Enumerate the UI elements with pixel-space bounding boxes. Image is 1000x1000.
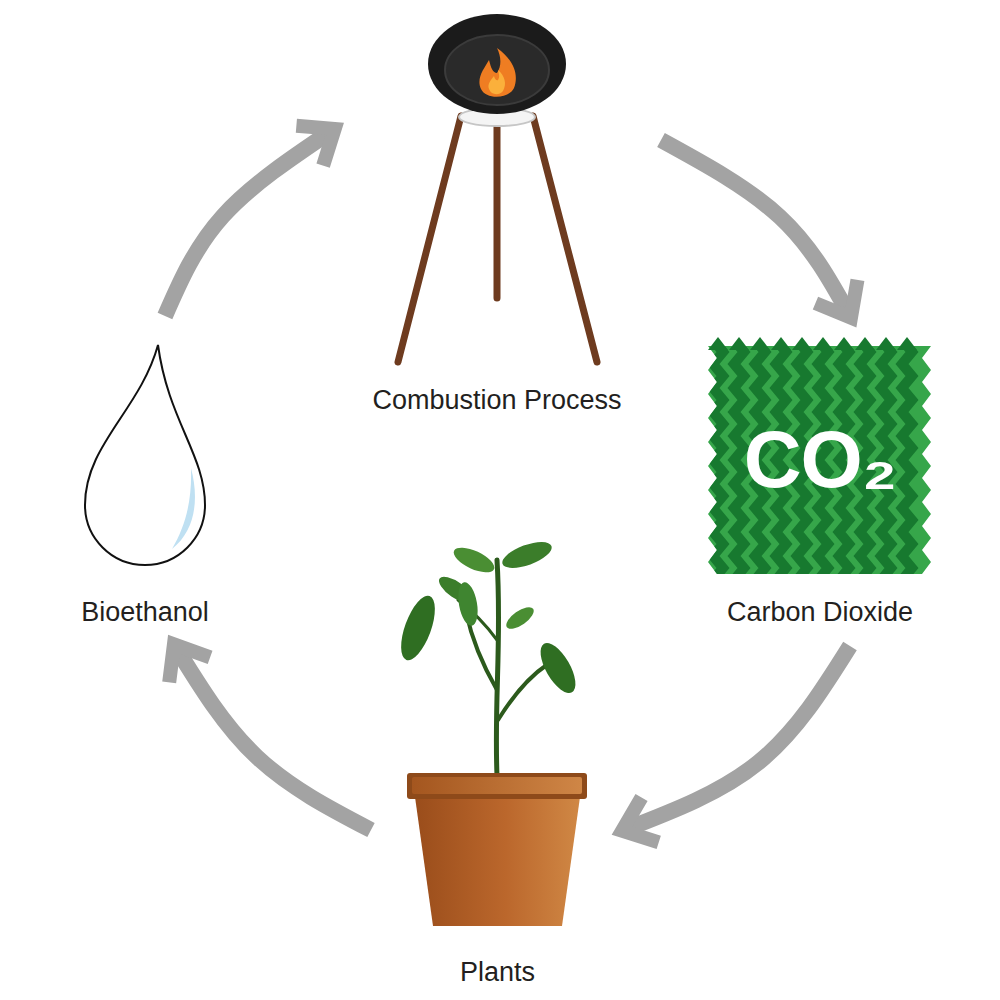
co2-stripe-tip: [834, 337, 854, 350]
fire-bowl-icon: [533, 116, 597, 362]
potted-plant-icon: [394, 592, 442, 665]
co2-stripe-tip: [792, 337, 812, 350]
fire-bowl-icon: [479, 48, 515, 97]
co2-stripe-tip: [750, 337, 770, 350]
co2-stripe-tip: [729, 337, 749, 350]
potted-plant-icon: [496, 560, 498, 776]
potted-plant-icon: [407, 773, 587, 799]
potted-plant-icon: [450, 543, 497, 578]
potted-plant-icon: [394, 537, 587, 926]
co2-wave-icon: [713, 340, 912, 580]
plants-node: Plants: [385, 530, 610, 995]
co2-node: CO₂ Carbon Dioxide: [690, 330, 950, 632]
drop-icon: [172, 468, 195, 549]
potted-plant-icon: [412, 777, 582, 794]
co2-stripe: [734, 340, 744, 580]
co2-stripe-tip: [897, 337, 917, 350]
fire-bowl-icon: [488, 70, 505, 94]
co2-stripe-tip: [708, 337, 728, 350]
node-label: Carbon Dioxide: [727, 596, 913, 628]
combustion-node: Combustion Process: [347, 20, 647, 420]
cycle-arrow: [165, 130, 333, 316]
fire-bowl-icon: [494, 120, 501, 298]
fire-bowl-icon: [445, 35, 549, 105]
potted-plant-icon: [534, 638, 583, 698]
potted-plant-icon: [415, 797, 580, 926]
bioethanol-node: Bioethanol: [60, 330, 230, 632]
potted-plant-icon: [499, 537, 555, 574]
fire-bowl-icon: [398, 116, 461, 362]
co2-stripe-tip: [813, 337, 833, 350]
fire-bowl-icon: [398, 14, 597, 362]
potted-plant-icon: [498, 664, 548, 720]
potted-plant-icon: [503, 603, 537, 633]
cycle-arrow: [624, 646, 850, 830]
node-label: Bioethanol: [81, 596, 209, 628]
co2-stripe-tip: [855, 337, 875, 350]
cycle-arrow: [661, 140, 850, 316]
co2-stripe-tip: [876, 337, 896, 350]
node-label: Plants: [460, 956, 535, 988]
co2-stripe: [713, 340, 723, 580]
co2-wave-icon: [708, 337, 917, 350]
co2-stripe: [902, 340, 912, 580]
node-label: Combustion Process: [372, 384, 621, 416]
drop-icon: [85, 345, 205, 565]
formula-text: CO₂: [744, 418, 897, 502]
fire-bowl-icon: [428, 14, 566, 114]
potted-plant-icon: [455, 581, 480, 627]
co2-stripe-tip: [771, 337, 791, 350]
drop-icon: [85, 345, 205, 565]
co2-wave-icon: [700, 330, 940, 580]
cycle-arrow: [175, 646, 371, 830]
co2-wave-icon: [700, 330, 940, 580]
